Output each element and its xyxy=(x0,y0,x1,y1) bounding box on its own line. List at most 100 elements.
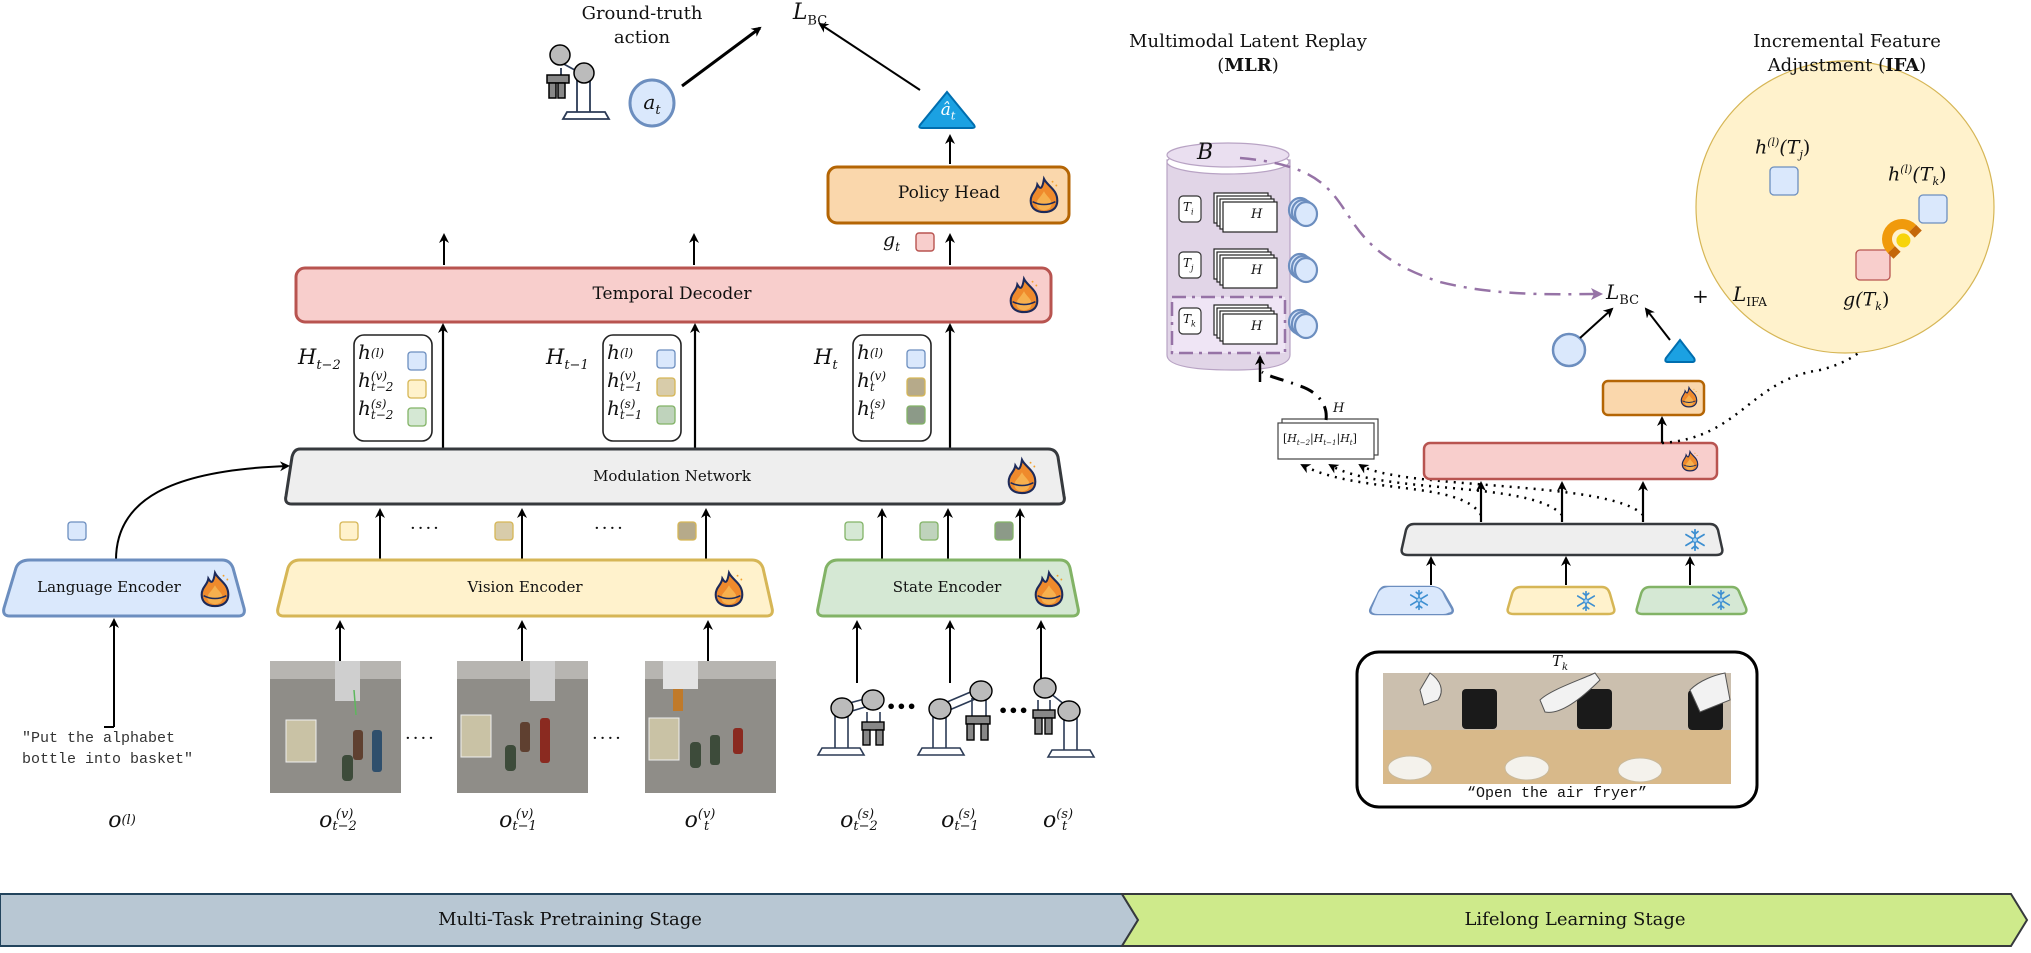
lifelong-predicted-action xyxy=(1664,338,1696,363)
g-t-label: gt xyxy=(883,229,900,254)
token-row-label: h(l) xyxy=(857,340,884,364)
task-id-box xyxy=(1178,195,1202,223)
vision-encoder-box xyxy=(276,558,774,618)
task-instruction: “Open the air fryer” xyxy=(1466,785,1648,802)
policy-head-box xyxy=(826,165,1071,225)
task-id-box xyxy=(1178,307,1202,335)
loss-ifa: LIFA xyxy=(1733,282,1767,309)
action-stack-circle xyxy=(1293,256,1319,284)
ifa-feature-label: h(l)(Tj) xyxy=(1755,136,1811,162)
token-group-t-2 xyxy=(353,334,433,442)
lifelong-ground-truth-action xyxy=(1551,332,1587,368)
memory-label: H xyxy=(1251,263,1263,278)
token-row-label: h(s)t−1 xyxy=(607,396,643,422)
lifelong-modulation-network xyxy=(1400,522,1724,557)
ellipsis: ···· xyxy=(592,728,623,749)
memory-stack-card xyxy=(1222,257,1278,289)
ellipsis: ···· xyxy=(594,518,625,539)
token-row-label: h(v)t xyxy=(857,368,887,394)
observation-label: o(v)t xyxy=(684,807,716,834)
temporal-decoder-label: Temporal Decoder xyxy=(592,284,752,304)
ground-truth-action-symbol: at xyxy=(643,90,661,118)
policy-head-label: Policy Head xyxy=(897,183,1001,203)
ground-truth-action-node xyxy=(628,78,676,128)
lifelong-stage-bar xyxy=(1120,893,2029,947)
language-feature-tk xyxy=(1918,194,1948,224)
token-group-t xyxy=(852,334,932,442)
observation-label: o(v)t−2 xyxy=(319,807,357,834)
token-row-label: h(s)t−2 xyxy=(358,396,394,422)
ifa-feature-space xyxy=(1695,60,1995,354)
buffer-entry xyxy=(1178,304,1319,345)
vision-token xyxy=(677,521,697,541)
robot-state-icon: ••• xyxy=(916,680,1029,756)
ellipsis: ···· xyxy=(405,728,436,749)
lifelong-stage-label: Lifelong Learning Stage xyxy=(1464,909,1686,930)
state-token xyxy=(919,521,939,541)
token-group-label: Ht xyxy=(814,345,838,374)
vision-observation-image xyxy=(270,661,401,793)
task-id-box xyxy=(1178,251,1202,279)
pretraining-loss-bc: LBC xyxy=(792,0,828,29)
observation-label: o(v)t−1 xyxy=(499,807,537,834)
magnet-icon xyxy=(1882,219,1922,259)
task-id-label: Tj xyxy=(1183,256,1194,273)
modulation-network-box xyxy=(284,447,1066,506)
memory-stack-card xyxy=(1222,201,1278,233)
ifa-feature-label: h(l)(Tk) xyxy=(1888,163,1947,189)
concat-memory-label: [Ht−2|Ht−1|Ht] xyxy=(1283,432,1357,448)
plus-sign: + xyxy=(1692,284,1709,308)
vision-observation-image xyxy=(645,661,776,793)
vision-observation-image xyxy=(457,661,588,793)
memory-label: H xyxy=(1251,207,1263,222)
language-encoder-box xyxy=(2,558,246,618)
ifa-feature-label: g(Tk) xyxy=(1843,288,1890,314)
buffer-entry xyxy=(1178,248,1319,289)
pretraining-diagram: ••• ••• xyxy=(2,22,1096,793)
robot-arm-icon xyxy=(546,44,611,120)
lifelong-vision-encoder xyxy=(1506,585,1616,616)
task-demo-image xyxy=(1615,672,1731,784)
svg-text:•••: ••• xyxy=(886,697,917,716)
predicted-action-node xyxy=(918,90,976,129)
temporal-decoder-box xyxy=(294,266,1053,324)
buffer-label: B xyxy=(1197,140,1214,165)
token-row-label: h(l) xyxy=(607,340,634,364)
modulation-network-label: Modulation Network xyxy=(593,467,751,485)
policy-feature-gtk xyxy=(1855,249,1891,281)
memory-stack-card xyxy=(1222,313,1278,345)
token-group-label: Ht−1 xyxy=(546,345,589,374)
language-encoder-label: Language Encoder xyxy=(37,578,181,596)
token-row-label: h(l) xyxy=(358,340,385,364)
lifelong-loss-bc: LBC xyxy=(1606,280,1640,308)
lifelong-policy-head xyxy=(1601,379,1706,417)
task-id-label: Tk xyxy=(1183,312,1196,329)
lifelong-state-encoder xyxy=(1635,585,1748,616)
ellipsis: ···· xyxy=(410,518,441,539)
pretraining-stage-label: Multi-Task Pretraining Stage xyxy=(438,909,702,930)
stage-banner xyxy=(0,893,2029,947)
token-row-label: h(s)t xyxy=(857,396,886,422)
token-group-t-1 xyxy=(602,334,682,442)
task-demo-image xyxy=(1383,672,1499,784)
predicted-action-symbol: ât xyxy=(940,100,956,123)
state-encoder-box xyxy=(816,558,1080,618)
token-row-label: h(v)t−2 xyxy=(358,368,394,394)
lifelong-diagram xyxy=(1166,60,1995,809)
state-token xyxy=(844,521,864,541)
lifelong-temporal-decoder xyxy=(1422,441,1719,481)
action-stack-circle xyxy=(1293,312,1319,340)
concat-arrow-label: H xyxy=(1333,401,1345,416)
replay-arrow xyxy=(1239,156,1603,301)
robot-state-icon: ••• xyxy=(816,689,917,756)
action-stack-circle xyxy=(1293,200,1319,228)
vision-token xyxy=(339,521,359,541)
token-row-label: h(v)t−1 xyxy=(607,368,643,394)
gt-token xyxy=(915,232,935,252)
vision-token xyxy=(494,521,514,541)
